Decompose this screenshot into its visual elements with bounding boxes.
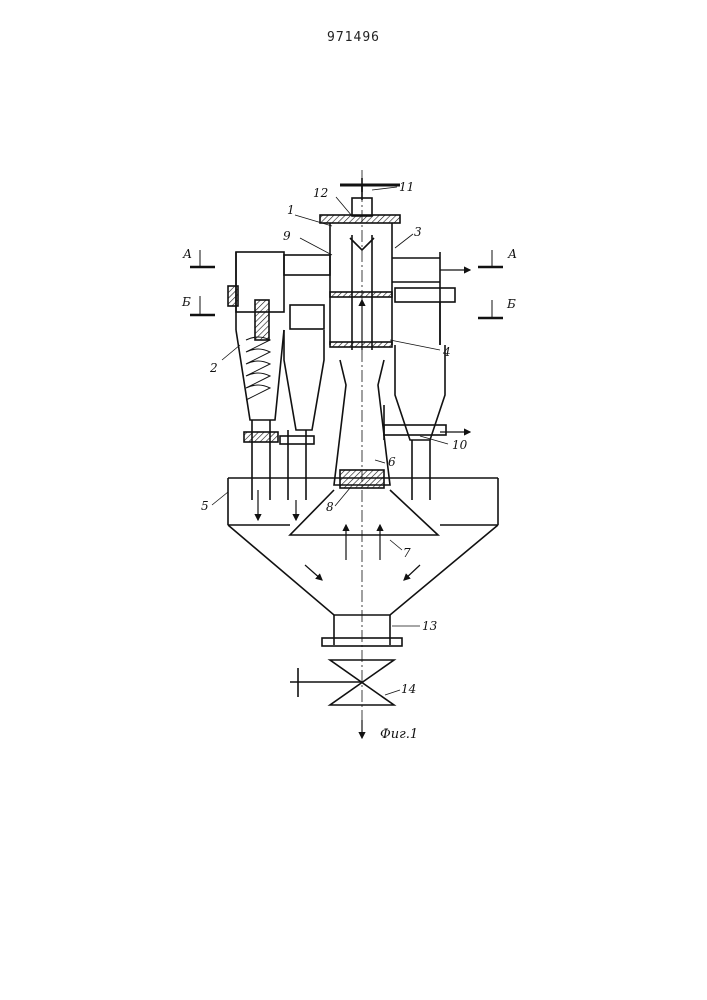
label-5: 5 (201, 499, 209, 513)
label-7: 7 (403, 546, 411, 560)
label-8: 8 (326, 500, 334, 514)
label-12: 12 (313, 186, 328, 200)
section-mark-a-right: А (507, 247, 517, 261)
label-2: 2 (209, 361, 218, 375)
figure-caption: Фиг.1 (380, 727, 418, 742)
section-mark-b-left: Б (181, 295, 191, 309)
label-14: 14 (401, 682, 416, 696)
label-10: 10 (452, 438, 468, 452)
section-mark-b-right: Б (506, 297, 516, 311)
label-13: 13 (422, 619, 438, 633)
section-marks: А А Б Б (181, 247, 517, 318)
flow-arrows (258, 270, 470, 738)
label-4: 4 (442, 345, 451, 359)
label-9: 9 (283, 229, 291, 243)
label-11: 11 (399, 180, 414, 194)
label-6: 6 (388, 455, 396, 469)
label-1: 1 (287, 203, 295, 217)
section-mark-a-left: А (182, 247, 192, 261)
label-3: 3 (414, 225, 422, 239)
